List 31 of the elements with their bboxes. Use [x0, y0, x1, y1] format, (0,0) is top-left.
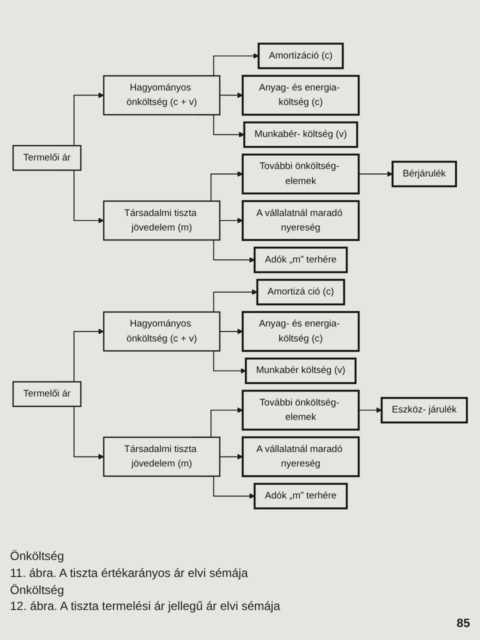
node-box: Hagyományos önköltség (c + v) — [103, 75, 220, 116]
bracket-label: Önköltség — [10, 548, 66, 565]
node-box: Hagyományos önköltség (c + v) — [103, 311, 220, 352]
node-box: További önköltség- elemek — [242, 390, 360, 431]
node-box: Amortizá ció (c) — [256, 278, 346, 306]
node-box: A vállalatnál maradó nyereség — [242, 436, 360, 478]
bracket-label: Önköltség — [10, 582, 66, 598]
node-box: Termelői ár — [12, 145, 82, 171]
figure-caption: 11. ábra. A tiszta értékarányos ár elvi sémája — [10, 564, 249, 582]
node-box: Munkabér- költség (v) — [243, 121, 358, 148]
node-box: Amortizáció (c) — [258, 42, 344, 70]
node-box: Termelői ár — [12, 381, 82, 407]
node-box: Adók „m” terhére — [254, 482, 348, 510]
node-box: Társadalmi tiszta jövedelem (m) — [103, 436, 220, 477]
node-box: Eszköz- járulék — [380, 396, 468, 424]
arrow — [358, 171, 393, 177]
arrow — [219, 454, 243, 460]
node-box: Bérjárulék — [392, 160, 457, 188]
arrow — [219, 218, 243, 224]
node-box: Társadalmi tiszta jövedelem (m) — [103, 200, 220, 241]
arrow — [219, 328, 243, 334]
node-box: Munkabér költség (v) — [244, 358, 356, 384]
node-box: Anyag- és energia- költség (c) — [242, 74, 360, 116]
node-box: A vállalatnál maradó nyereség — [242, 200, 360, 241]
node-box: Anyag- és energia- költség (c) — [242, 311, 360, 352]
figure-caption: 12. ábra. A tiszta termelési ár jellegű ár elvi sémája — [10, 598, 282, 616]
node-box: Adók „m” terhére — [254, 246, 348, 274]
node-box: További önköltség- elemek — [242, 154, 360, 194]
arrow — [219, 92, 243, 98]
page-number: 85 — [456, 615, 470, 632]
arrow — [358, 407, 382, 413]
